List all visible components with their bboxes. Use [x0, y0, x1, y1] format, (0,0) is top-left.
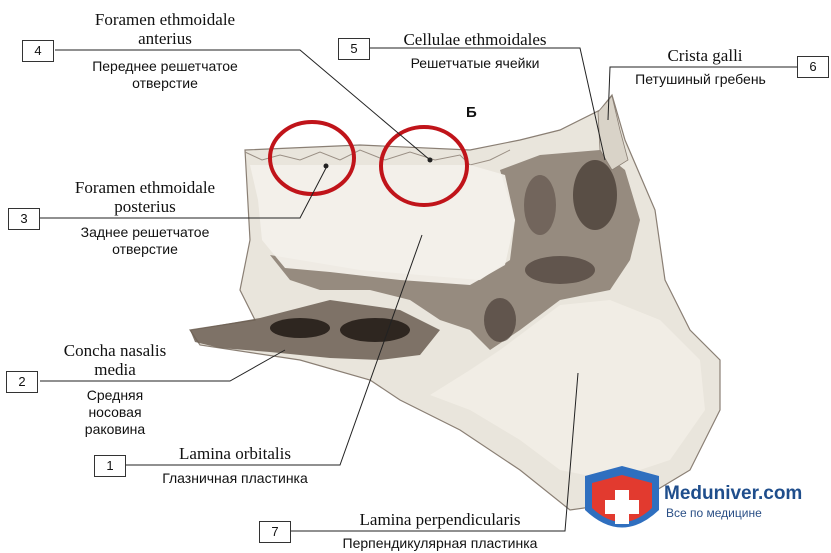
- label-lamina-perpendicularis-latin: Lamina perpendicularis: [310, 510, 570, 529]
- panel-letter: Б: [466, 104, 477, 121]
- meduniver-logo-icon: [585, 466, 659, 528]
- cell-cavity-3: [484, 298, 516, 342]
- label-number-5: 5: [338, 38, 370, 60]
- label-concha-nasalis-media-latin-2: media: [30, 360, 200, 379]
- label-number-4: 4: [22, 40, 54, 62]
- watermark-tagline: Все по медицине: [666, 506, 762, 520]
- label-concha-nasalis-media-ru-3: раковина: [30, 421, 200, 438]
- label-foramen-ethmoidale-anterius-latin-2: anterius: [60, 29, 270, 48]
- cell-cavity-1: [573, 160, 617, 230]
- label-foramen-ethmoidale-anterius-latin-1: Foramen ethmoidale: [60, 10, 270, 29]
- label-lamina-orbitalis-latin: Lamina orbitalis: [130, 444, 340, 463]
- label-number-1: 1: [94, 455, 126, 477]
- orbital-plate: [250, 165, 515, 285]
- label-foramen-ethmoidale-anterius-ru-2: отверстие: [60, 75, 270, 92]
- label-foramen-ethmoidale-anterius-ru-1: Переднее решетчатое: [60, 58, 270, 75]
- label-cellulae-ethmoidales-latin: Cellulae ethmoidales: [375, 30, 575, 49]
- label-lamina-perpendicularis-ru: Перпендикулярная пластинка: [300, 535, 580, 552]
- concha-cavity-2: [340, 318, 410, 342]
- label-concha-nasalis-media-ru-1: Средняя: [30, 387, 200, 404]
- label-foramen-ethmoidale-posterius-ru-2: отверстие: [45, 241, 245, 258]
- label-number-3: 3: [8, 208, 40, 230]
- label-foramen-ethmoidale-posterius-latin-1: Foramen ethmoidale: [45, 178, 245, 197]
- cell-cavity-4: [524, 175, 556, 235]
- label-crista-galli-ru: Петушиный гребень: [608, 71, 793, 88]
- label-cellulae-ethmoidales-ru: Решетчатые ячейки: [375, 55, 575, 72]
- cell-cavity-2: [525, 256, 595, 284]
- concha-cavity-1: [270, 318, 330, 338]
- label-concha-nasalis-media-ru-2: носовая: [30, 404, 200, 421]
- watermark-brand: Meduniver.com: [664, 483, 802, 505]
- foramen-posterior-mark: [324, 164, 329, 169]
- label-number-6: 6: [797, 56, 829, 78]
- label-crista-galli-latin: Crista galli: [640, 46, 770, 65]
- label-foramen-ethmoidale-posterius-ru-1: Заднее решетчатое: [45, 224, 245, 241]
- label-foramen-ethmoidale-posterius-latin-2: posterius: [45, 197, 245, 216]
- label-number-7: 7: [259, 521, 291, 543]
- label-lamina-orbitalis-ru: Глазничная пластинка: [130, 470, 340, 487]
- label-concha-nasalis-media-latin-1: Concha nasalis: [30, 341, 200, 360]
